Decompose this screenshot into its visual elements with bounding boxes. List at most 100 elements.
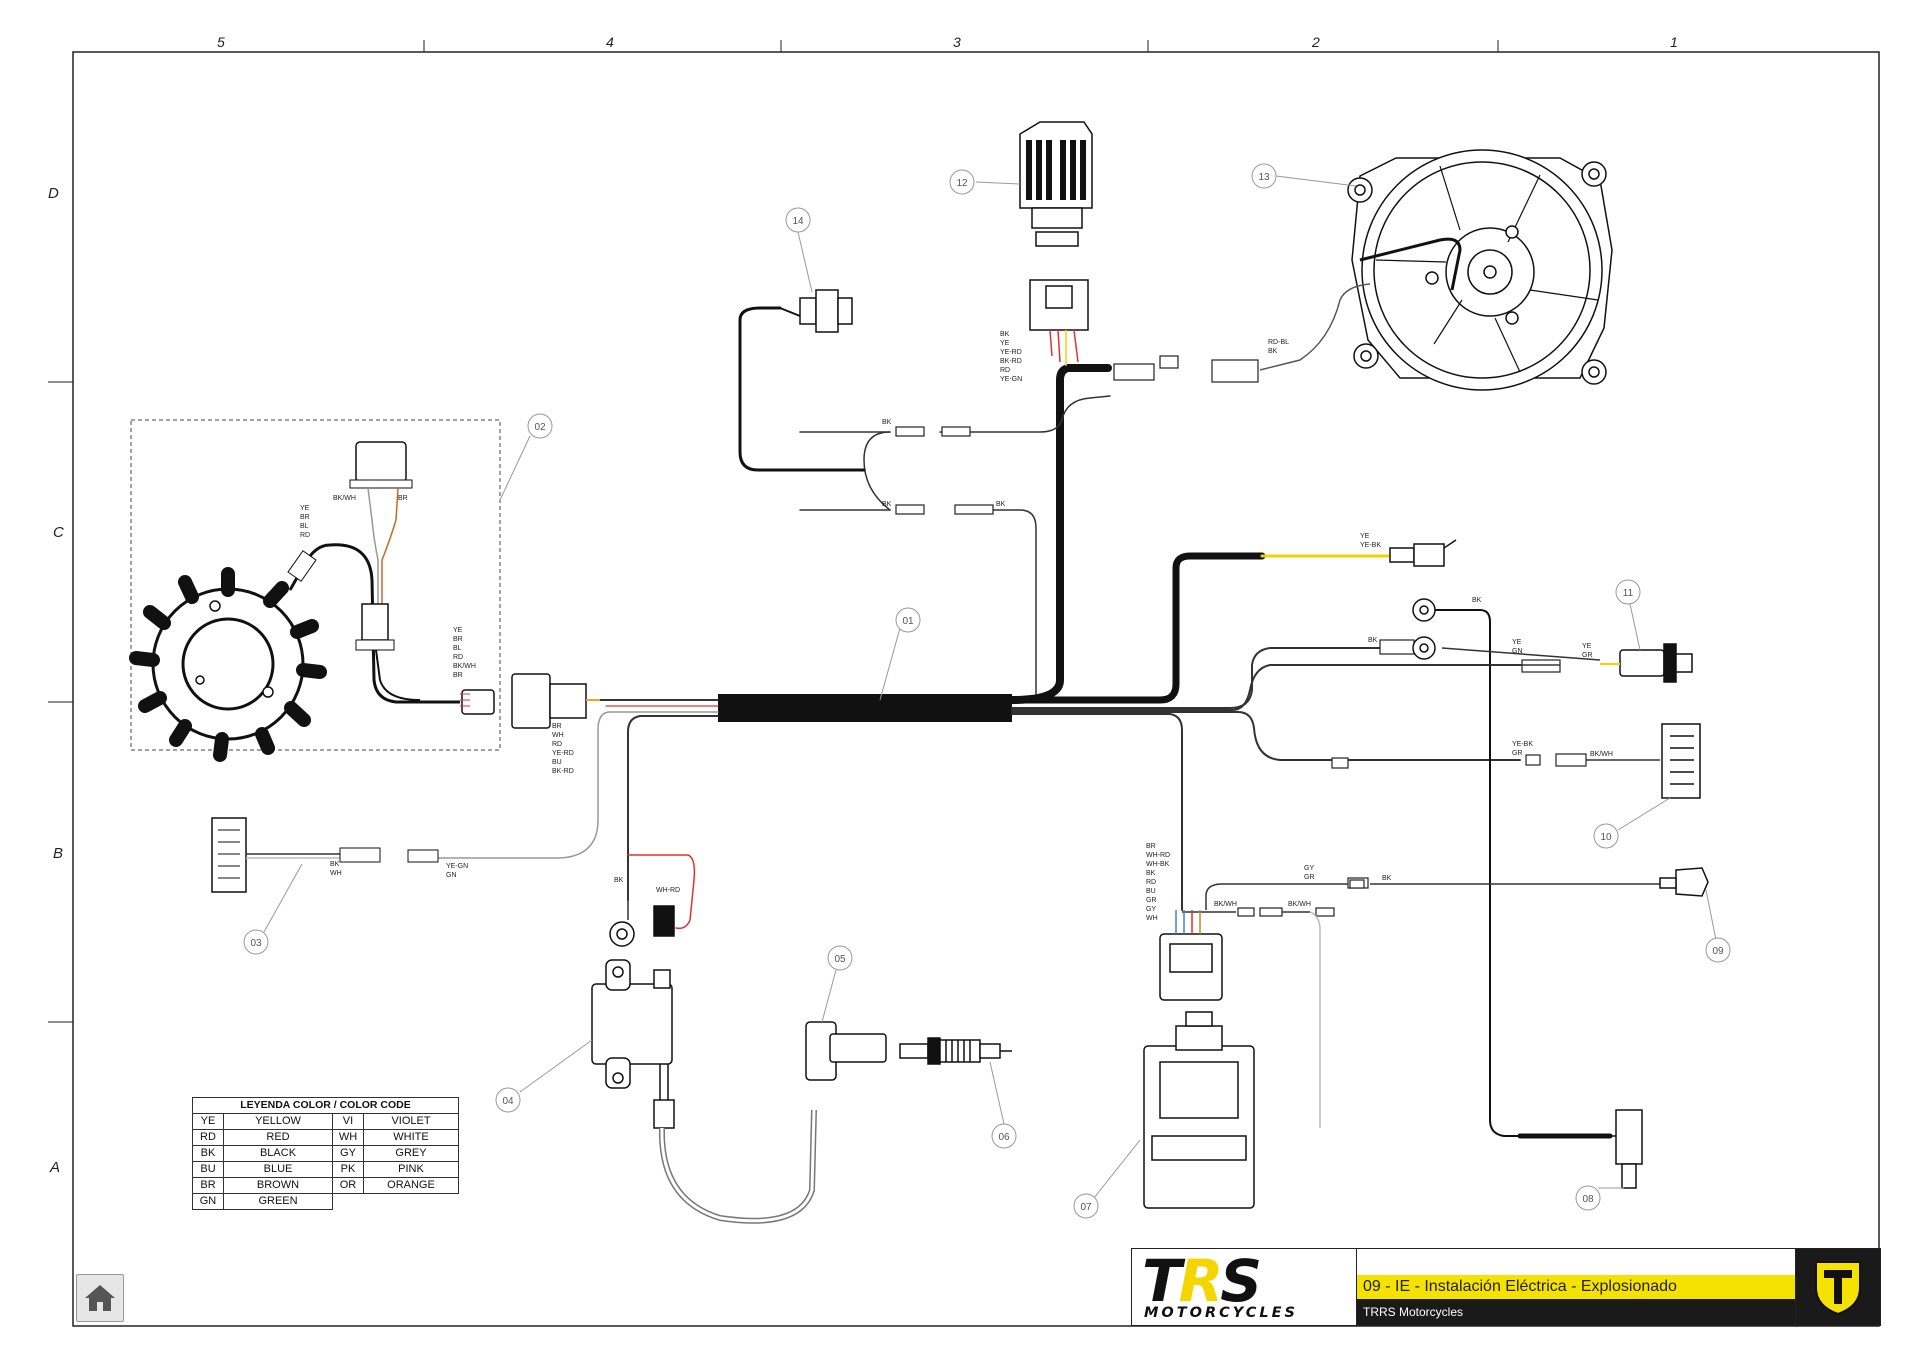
wire-label: BK/WH: [1288, 901, 1311, 908]
legend-color: GREEN: [223, 1193, 333, 1210]
logo-letter: S: [1220, 1247, 1262, 1315]
wire-label: YE: [1512, 639, 1522, 646]
wire-label: YE-BK: [1512, 741, 1533, 748]
wire-label: RD: [552, 741, 562, 748]
wire-label: YE: [1360, 533, 1370, 540]
wire-label: WH-RD: [656, 887, 680, 894]
wire-label: BK: [614, 877, 624, 884]
switch-09: [1659, 867, 1709, 897]
wire-label: YE-BK: [1360, 542, 1381, 549]
home-button[interactable]: [76, 1274, 124, 1322]
wire-label: GN: [1512, 648, 1523, 655]
wire-label: BK/WH: [453, 663, 476, 670]
wire-label: BR: [453, 672, 463, 679]
column-ticks: [48, 40, 1499, 1023]
inline-connectors: [895, 355, 1587, 917]
wire-label: BR: [552, 723, 562, 730]
wire-label: BU: [1146, 888, 1156, 895]
callout-label: 08: [1582, 1194, 1594, 1205]
callouts: [243, 163, 1731, 1219]
document-subtitle: TRRS Motorcycles: [1357, 1299, 1795, 1325]
legend-code: WH: [332, 1129, 364, 1146]
wire-label: YE: [453, 627, 463, 634]
wire-label: BK: [1268, 348, 1278, 355]
title-block: TRS MOTORCYCLES 09 - IE - Instalación El…: [1131, 1248, 1881, 1326]
wire-label: RD: [1146, 879, 1156, 886]
legend-header: LEYENDA COLOR / COLOR CODE: [192, 1097, 459, 1114]
wire-label: YE: [300, 505, 310, 512]
callout-label: 09: [1712, 946, 1724, 957]
callout-label: 07: [1080, 1202, 1092, 1213]
legend-code: BR: [192, 1177, 224, 1194]
logo-wordmark: TRS: [1142, 1247, 1262, 1315]
spark-plug: [899, 1037, 1012, 1065]
cooling-fan: [1259, 149, 1613, 391]
legend-empty: [364, 1194, 459, 1210]
col-number: 2: [1311, 34, 1320, 50]
legend-code: VI: [332, 1113, 364, 1130]
legend-code: RD: [192, 1129, 224, 1146]
sensor-14: [799, 289, 853, 333]
legend-color: GREY: [363, 1145, 459, 1162]
col-number: 3: [953, 34, 961, 50]
legend-row: YE YELLOW VI VIOLET: [192, 1113, 459, 1130]
wire-label: GY: [1146, 906, 1156, 913]
callout-label: 02: [534, 422, 546, 433]
wire-label: YE-RD: [552, 750, 574, 757]
wire-label: RD: [1000, 367, 1010, 374]
connector-10: [1661, 723, 1701, 799]
title-text-cell: 09 - IE - Instalación Eléctrica - Explos…: [1357, 1249, 1795, 1325]
callout-labels: 01 02 03 04 05 06 07 08 09 10 11 12 13 1…: [250, 172, 1724, 1213]
callout-label: 10: [1600, 832, 1612, 843]
legend-code: BU: [192, 1161, 224, 1178]
wire-label: BK-RD: [1000, 358, 1022, 365]
col-number: 4: [606, 34, 614, 50]
legend-color: YELLOW: [223, 1113, 333, 1130]
wire-label: WH-BK: [1146, 861, 1170, 868]
legend-code: OR: [332, 1177, 364, 1194]
wire-label: BK: [1472, 597, 1482, 604]
legend-color: VIOLET: [363, 1113, 459, 1130]
column-numbers: 5 4 3 2 1: [217, 34, 1678, 50]
legend-row: BR BROWN OR ORANGE: [192, 1177, 459, 1194]
wire-label: BL: [300, 523, 309, 530]
connector-03: [211, 817, 439, 893]
wire-label: GR: [1512, 750, 1523, 757]
document-title: 09 - IE - Instalación Eléctrica - Explos…: [1357, 1275, 1795, 1299]
col-number: 1: [1670, 34, 1678, 50]
color-code-legend: LEYENDA COLOR / COLOR CODE YE YELLOW VI …: [192, 1097, 459, 1210]
wire-label: GN: [446, 872, 457, 879]
wire-label: BK: [1382, 875, 1392, 882]
wire-label: BK: [882, 419, 892, 426]
cdi-unit: [1143, 910, 1255, 1209]
row-letter: C: [53, 524, 64, 541]
col-number: 5: [217, 34, 225, 50]
wire-label: BK: [996, 501, 1006, 508]
wire-label: WH: [1146, 915, 1158, 922]
wire-labels: YE BR BL RD BK/WH BR YE BR BL RD BK/WH B…: [300, 331, 1613, 922]
wire-label: BR: [453, 636, 463, 643]
callout-label: 12: [956, 178, 968, 189]
wire-label: BK/WH: [1590, 751, 1613, 758]
wire-label: BK/WH: [333, 495, 356, 502]
legend-color: PINK: [363, 1161, 459, 1178]
legend-color: BROWN: [223, 1177, 333, 1194]
wire-label: GR: [1582, 652, 1593, 659]
wire-label: BK: [882, 501, 892, 508]
row-letter: A: [49, 1159, 60, 1176]
ye-lead-connector: [1389, 539, 1457, 567]
callout-label: 14: [792, 216, 804, 227]
stator-harness-connector: [511, 673, 600, 729]
callout-label: 06: [998, 1132, 1010, 1143]
callout-label: 05: [834, 954, 846, 965]
logo-subtitle: MOTORCYCLES: [1144, 1305, 1298, 1321]
row-letter: D: [48, 185, 59, 202]
wire-label: WH: [330, 870, 342, 877]
ground-rings: [1412, 598, 1436, 660]
home-icon: [85, 1285, 115, 1311]
wire-label: GR: [1304, 874, 1315, 881]
stator-assembly: [129, 419, 501, 762]
row-letter: B: [53, 845, 63, 862]
legend-row: GN GREEN: [192, 1193, 459, 1210]
wire-label: BK: [330, 861, 340, 868]
